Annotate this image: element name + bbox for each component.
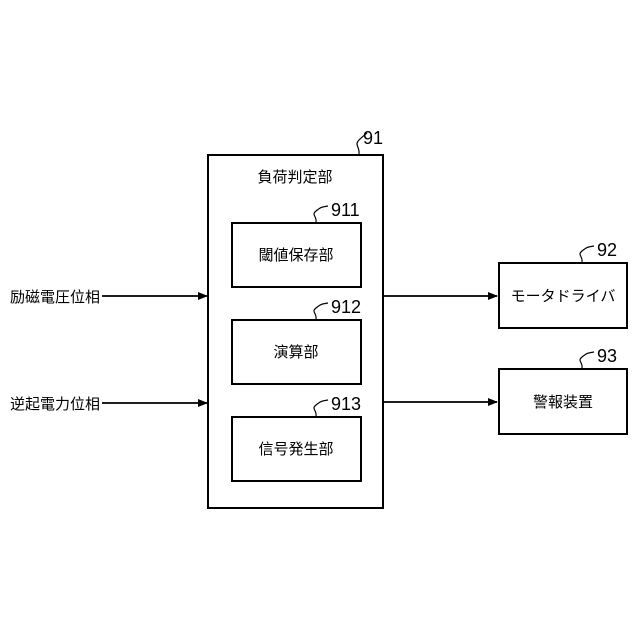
- ref-leader-93: [580, 352, 594, 368]
- ref-number-913: 913: [331, 394, 361, 414]
- motor-driver-label: モータドライバ: [511, 287, 616, 305]
- ref-number-912: 912: [331, 297, 361, 317]
- ref-leader-92: [580, 246, 594, 262]
- load-judgment-label: 負荷判定部: [257, 168, 332, 186]
- ref-number-911: 911: [331, 200, 360, 220]
- input-label-back-emf-phase: 逆起電力位相: [10, 395, 100, 413]
- signal-generator-label: 信号発生部: [258, 440, 333, 458]
- input-label-excitation-phase: 励磁電圧位相: [10, 288, 100, 306]
- calculation-label: 演算部: [273, 343, 318, 361]
- alarm-device-label: 警報装置: [533, 393, 593, 411]
- ref-number-91: 91: [363, 128, 383, 148]
- ref-number-92: 92: [597, 240, 617, 260]
- ref-number-93: 93: [597, 346, 617, 366]
- threshold-storage-label: 閾値保存部: [258, 246, 333, 264]
